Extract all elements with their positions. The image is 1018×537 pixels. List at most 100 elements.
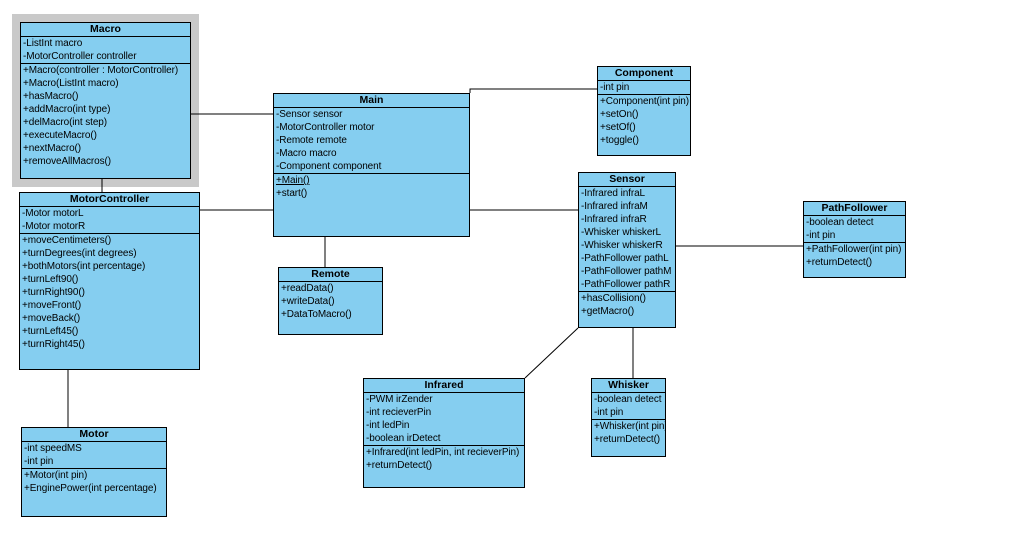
class-box-infrared[interactable]: Infrared -PWM irZender -int recieverPin -i… xyxy=(363,378,525,488)
class-box-whisker[interactable]: Whisker -boolean detect -int pin +Whisker… xyxy=(591,378,666,457)
class-attribute: -int pin xyxy=(806,230,836,241)
class-attribute: -Remote remote xyxy=(276,135,347,146)
class-method: +turnLeft45() xyxy=(22,326,79,337)
class-method: +Whisker(int pin) xyxy=(594,421,665,432)
class-method: +turnDegrees(int degrees) xyxy=(22,248,137,259)
connector-main-component[interactable] xyxy=(469,88,597,93)
class-method: +EnginePower(int percentage) xyxy=(24,483,157,494)
class-attribute: -ListInt macro xyxy=(23,38,83,49)
class-attribute: -int pin xyxy=(24,456,54,467)
class-attribute: -Whisker whiskerL xyxy=(581,227,661,238)
class-box-motorcontroller[interactable]: MotorController -Motor motorL-Motor moto… xyxy=(19,192,200,370)
class-method: +readData() xyxy=(281,283,334,294)
class-attribute: -int ledPin xyxy=(366,420,410,431)
class-attribute: -Whisker whiskerR xyxy=(581,240,663,251)
class-method: +Macro(ListInt macro) xyxy=(23,78,119,89)
class-method: +toggle() xyxy=(600,135,639,146)
class-method: +turnRight45() xyxy=(22,339,85,350)
class-box-macro[interactable]: Macro -ListInt macro -MotorController con… xyxy=(20,22,191,179)
class-method: +Component(int pin) xyxy=(600,96,689,107)
connector-sensor-infrared[interactable] xyxy=(524,327,579,379)
class-method: +Macro(controller : MotorController) xyxy=(23,65,179,76)
class-method: +delMacro(int step) xyxy=(23,117,107,128)
class-box-pathfollower[interactable]: PathFollower -boolean detect -int pin +Pa… xyxy=(803,201,906,278)
class-attributes: -Infrared infraL -Infrared infraM -Infrare… xyxy=(579,187,675,292)
class-attribute: -PathFollower pathR xyxy=(581,279,671,290)
class-method: +turnLeft90() xyxy=(22,274,79,285)
class-attribute: -Infrared infraR xyxy=(581,214,647,225)
class-methods: +Motor(int pin) +EnginePower(int percenta… xyxy=(22,469,166,516)
class-attribute: -boolean irDetect xyxy=(366,433,441,444)
class-attribute: -int recieverPin xyxy=(366,407,432,418)
class-method: +Motor(int pin) xyxy=(24,470,88,481)
class-method: +returnDetect() xyxy=(366,460,433,471)
class-attribute: -Infrared infraM xyxy=(581,201,648,212)
class-box-motor[interactable]: Motor -int speedMS-int pin +Motor(int pi… xyxy=(21,427,167,517)
class-attributes: -PWM irZender -int recieverPin -int ledPin… xyxy=(364,393,524,446)
class-attribute: -Infrared infraL xyxy=(581,188,645,199)
class-method: +start() xyxy=(276,188,308,199)
class-title: Infrared xyxy=(364,379,524,393)
class-methods: +Whisker(int pin)+returnDetect() xyxy=(592,420,665,456)
class-method: +writeData() xyxy=(281,296,335,307)
class-attribute: -int pin xyxy=(594,407,624,418)
class-method: +removeAllMacros() xyxy=(23,156,111,167)
class-methods: +Main() +start() xyxy=(274,174,469,236)
class-attribute: -PathFollower pathL xyxy=(581,253,669,264)
class-box-main[interactable]: Main -Sensor sensor -MotorController moto… xyxy=(273,93,470,237)
class-title: Main xyxy=(274,94,469,108)
class-attribute: -PWM irZender xyxy=(366,394,433,405)
class-method: +hasMacro() xyxy=(23,91,79,102)
class-title: Whisker xyxy=(592,379,665,393)
class-method: +PathFollower(int pin) xyxy=(806,244,902,255)
class-method: +nextMacro() xyxy=(23,143,81,154)
class-attributes: -ListInt macro -MotorController controlle… xyxy=(21,37,190,64)
class-methods: +moveCentimeters() +turnDegrees(int degre… xyxy=(20,234,199,369)
class-attribute: -Component component xyxy=(276,161,382,172)
class-attribute: -int pin xyxy=(600,82,630,93)
class-attributes: -int pin xyxy=(598,81,690,95)
class-method: +moveFront() xyxy=(22,300,82,311)
class-method: +addMacro(int type) xyxy=(23,104,111,115)
class-method: +getMacro() xyxy=(581,306,635,317)
class-attribute: -Motor motorL xyxy=(22,208,84,219)
class-attribute: -MotorController motor xyxy=(276,122,375,133)
class-attribute: -MotorController controller xyxy=(23,51,137,62)
class-method: +turnRight90() xyxy=(22,287,85,298)
class-attribute: -boolean detect xyxy=(594,394,662,405)
class-title: Sensor xyxy=(579,173,675,187)
class-methods: +Macro(controller : MotorController) +Mac… xyxy=(21,64,190,178)
class-title: PathFollower xyxy=(804,202,905,216)
class-attributes: -Motor motorL -Motor motorR xyxy=(20,207,199,234)
class-method: +Infrared(int ledPin, int recieverPin) xyxy=(366,447,520,458)
class-methods: +Infrared(int ledPin, int recieverPin) +r… xyxy=(364,446,524,487)
class-method: +returnDetect() xyxy=(806,257,873,268)
class-attribute: -boolean detect xyxy=(806,217,874,228)
class-method: +DataToMacro() xyxy=(281,309,352,320)
class-attributes: -boolean detect -int pin xyxy=(592,393,665,420)
class-methods: +Component(int pin) +setOn() +setOf() +togg… xyxy=(598,95,690,155)
class-box-remote[interactable]: Remote +readData() +writeData() +DataToMac… xyxy=(278,267,383,335)
class-attributes: -Sensor sensor -MotorController motor -Rem… xyxy=(274,108,469,174)
class-attributes: -int speedMS-int pin xyxy=(22,442,166,469)
class-method: +moveCentimeters() xyxy=(22,235,112,246)
class-attribute: -Sensor sensor xyxy=(276,109,343,120)
class-method: +setOf() xyxy=(600,122,636,133)
class-title: Motor xyxy=(22,428,166,442)
class-method: +Main() xyxy=(276,175,310,186)
class-title: Macro xyxy=(21,23,190,37)
class-attribute: -PathFollower pathM xyxy=(581,266,672,277)
class-method: +moveBack() xyxy=(22,313,81,324)
class-method: +executeMacro() xyxy=(23,130,97,141)
class-method: +hasCollision() xyxy=(581,293,646,304)
class-methods: +hasCollision() +getMacro() xyxy=(579,292,675,327)
class-attributes: -boolean detect -int pin xyxy=(804,216,905,243)
class-title: MotorController xyxy=(20,193,199,207)
class-box-sensor[interactable]: Sensor -Infrared infraL-Infrared infraM-… xyxy=(578,172,676,328)
class-attribute: -Motor motorR xyxy=(22,221,86,232)
class-method: +setOn() xyxy=(600,109,639,120)
class-box-component[interactable]: Component -int pin +Component(int pin)+s… xyxy=(597,66,691,156)
class-title: Remote xyxy=(279,268,382,282)
